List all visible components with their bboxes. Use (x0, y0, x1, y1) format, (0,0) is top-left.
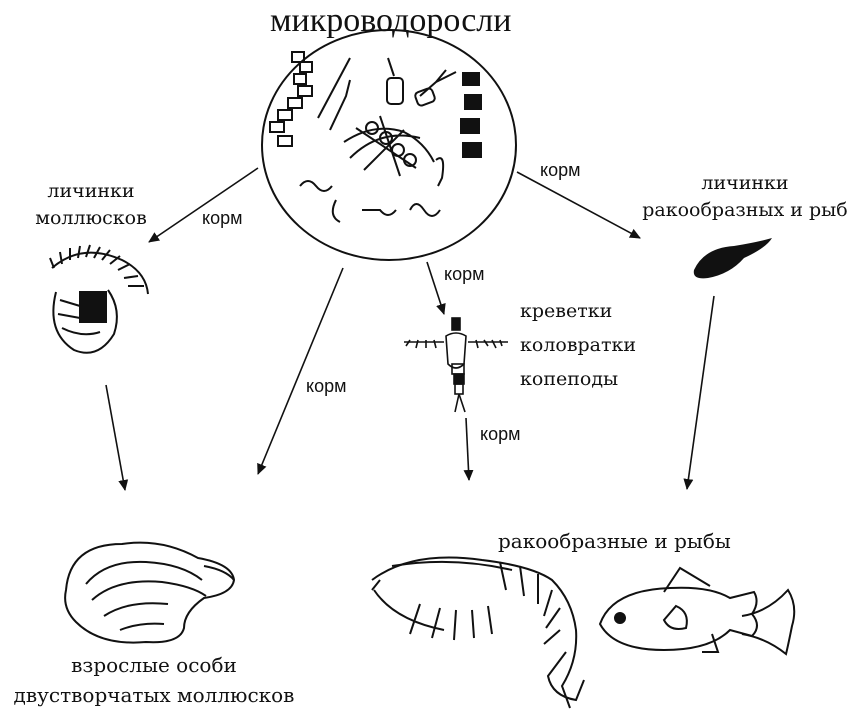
arrow-zooplankton-to-crust-fish (466, 418, 469, 480)
node-zooplankton: креветки коловратки копеподы (520, 294, 636, 396)
edge-label-algae-mollusc-larvae: корм (202, 208, 242, 229)
edge-label-algae-adult-bivalves: корм (306, 376, 346, 397)
node-crust-fish-larvae: личинки ракообразных и рыб (630, 170, 860, 224)
node-crust-fish-larvae-line2: ракообразных и рыб (630, 197, 860, 224)
zooplankton-icon (404, 318, 508, 412)
node-adult-bivalves-line1: взрослые особи (4, 650, 304, 680)
edge-label-algae-zooplankton: корм (444, 264, 484, 285)
node-zooplankton-line1: креветки (520, 294, 636, 328)
node-zooplankton-line2: коловратки (520, 328, 636, 362)
node-crust-fish-larvae-line1: личинки (630, 170, 860, 197)
node-mollusc-larvae-line1: личинки (16, 178, 166, 205)
mollusc-larva-icon (50, 245, 148, 353)
arrow-algae-to-fish-larvae (517, 172, 640, 238)
shrimp-icon (372, 558, 584, 709)
edge-label-algae-fish-larvae: корм (540, 160, 580, 181)
arrow-fish-larvae-to-crust-fish (687, 296, 714, 489)
edge-label-zooplankton-crust-fish: корм (480, 424, 520, 445)
node-crust-and-fish: ракообразные и рыбы (498, 528, 731, 555)
diagram-title: микроводоросли (270, 2, 511, 40)
arrow-algae-to-adult-bivalves (258, 268, 343, 474)
node-mollusc-larvae-line2: моллюсков (16, 205, 166, 232)
node-adult-bivalves-line2: двустворчатых моллюсков (4, 680, 304, 710)
node-crust-and-fish-line1: ракообразные и рыбы (498, 528, 731, 555)
fish-icon (600, 568, 794, 654)
microalgae-circle-icon (262, 30, 516, 260)
node-mollusc-larvae: личинки моллюсков (16, 178, 166, 232)
arrow-mollusc-larvae-to-bivalves (106, 385, 125, 490)
fish-larva-icon (694, 238, 772, 278)
node-adult-bivalves: взрослые особи двустворчатых моллюсков (4, 650, 304, 710)
oyster-icon (65, 543, 234, 643)
node-zooplankton-line3: копеподы (520, 362, 636, 396)
arrow-algae-to-zooplankton (427, 262, 444, 314)
